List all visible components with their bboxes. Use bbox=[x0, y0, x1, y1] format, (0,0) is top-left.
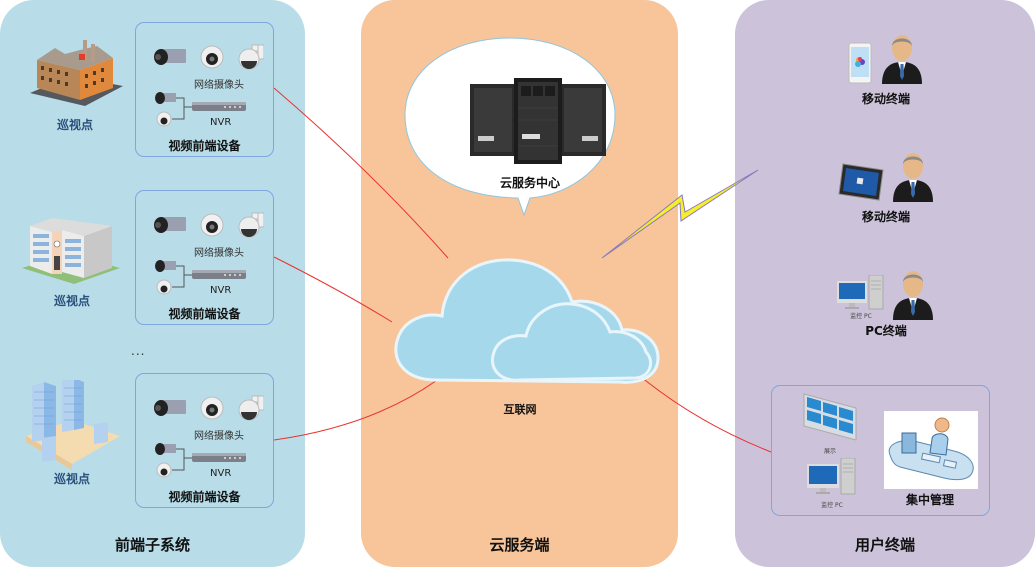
nvr-diagram-icon bbox=[155, 92, 246, 127]
nvr-diagram-icon bbox=[155, 260, 246, 295]
video-wall-icon bbox=[803, 393, 857, 441]
cloud-service-title: 云服务端 bbox=[489, 536, 550, 554]
video-wall-caption: 展示 bbox=[823, 448, 836, 455]
site-label: 巡视点 bbox=[53, 294, 90, 308]
network-camera-label: 网络摄像头 bbox=[194, 80, 244, 91]
dome-camera-icon bbox=[200, 213, 224, 237]
office-building-icon bbox=[22, 218, 120, 284]
network-camera-label: 网络摄像头 bbox=[194, 248, 244, 259]
front-subsystem-title: 前端子系统 bbox=[114, 536, 190, 554]
terminal-label: PC终端 bbox=[865, 324, 907, 338]
video-front-device-title: 视频前端设备 bbox=[168, 490, 241, 504]
site-1: 巡视点 bbox=[20, 38, 130, 133]
video-wall: 展示 bbox=[800, 392, 860, 455]
terminal-label: 移动终端 bbox=[861, 92, 910, 106]
factory-icon bbox=[30, 40, 123, 106]
site-3: 巡视点 bbox=[17, 378, 127, 487]
terminal-label: 移动终端 bbox=[861, 210, 910, 224]
user-terminal-title: 用户终端 bbox=[854, 536, 915, 554]
businessman-avatar-icon bbox=[893, 271, 933, 320]
monitoring-pc: 监控 PC bbox=[804, 457, 860, 509]
cloud-service-center-label: 云服务中心 bbox=[499, 176, 560, 190]
operator-workstation-icon bbox=[884, 411, 978, 489]
box-camera-icon bbox=[154, 400, 186, 416]
mobile-terminal-phone: 移动终端 bbox=[816, 30, 956, 107]
server-rack-icon bbox=[470, 78, 606, 164]
desktop-pc-icon bbox=[837, 275, 884, 310]
nvr-label: NVR bbox=[210, 285, 232, 296]
site-label: 巡视点 bbox=[53, 472, 90, 486]
pc-terminal: 监控 PC PC终端 bbox=[816, 264, 956, 339]
site-label: 巡视点 bbox=[56, 118, 93, 132]
mobile-terminal-tablet: 移动终端 bbox=[816, 148, 956, 225]
dome-camera-icon bbox=[200, 396, 224, 420]
businessman-avatar-icon bbox=[882, 35, 922, 84]
video-front-device-title: 视频前端设备 bbox=[168, 307, 241, 321]
ptz-camera-icon bbox=[238, 44, 264, 70]
video-front-device-box: 网络摄像头 NVR 视频前端设备 bbox=[135, 22, 274, 157]
pc-caption: 监控 PC bbox=[850, 313, 872, 320]
desktop-pc-icon bbox=[807, 457, 856, 495]
central-management-box bbox=[771, 385, 990, 516]
network-camera-label: 网络摄像头 bbox=[194, 431, 244, 442]
ptz-camera-icon bbox=[238, 212, 264, 238]
internet-cloud-icon bbox=[394, 258, 660, 384]
ptz-camera-icon bbox=[238, 395, 264, 421]
site-2: 巡视点 bbox=[17, 212, 127, 309]
dome-camera-icon bbox=[200, 45, 224, 69]
internet-label: 互联网 bbox=[503, 403, 537, 416]
tablet-icon bbox=[838, 163, 884, 201]
high-rise-campus-icon bbox=[26, 378, 120, 470]
box-camera-icon bbox=[154, 49, 186, 65]
more-sites-ellipsis: ... bbox=[131, 344, 146, 358]
nvr-label: NVR bbox=[210, 468, 232, 479]
nvr-label: NVR bbox=[210, 117, 232, 128]
video-front-device-box: 网络摄像头 NVR 视频前端设备 bbox=[135, 190, 274, 325]
video-front-device-box: 网络摄像头 NVR 视频前端设备 bbox=[135, 373, 274, 508]
video-front-device-title: 视频前端设备 bbox=[168, 139, 241, 153]
nvr-diagram-icon bbox=[155, 443, 246, 478]
monitoring-pc-caption: 监控 PC bbox=[821, 502, 843, 509]
central-management-title: 集中管理 bbox=[905, 493, 954, 507]
businessman-avatar-icon bbox=[893, 153, 933, 202]
box-camera-icon bbox=[154, 217, 186, 233]
smartphone-icon bbox=[848, 42, 872, 84]
